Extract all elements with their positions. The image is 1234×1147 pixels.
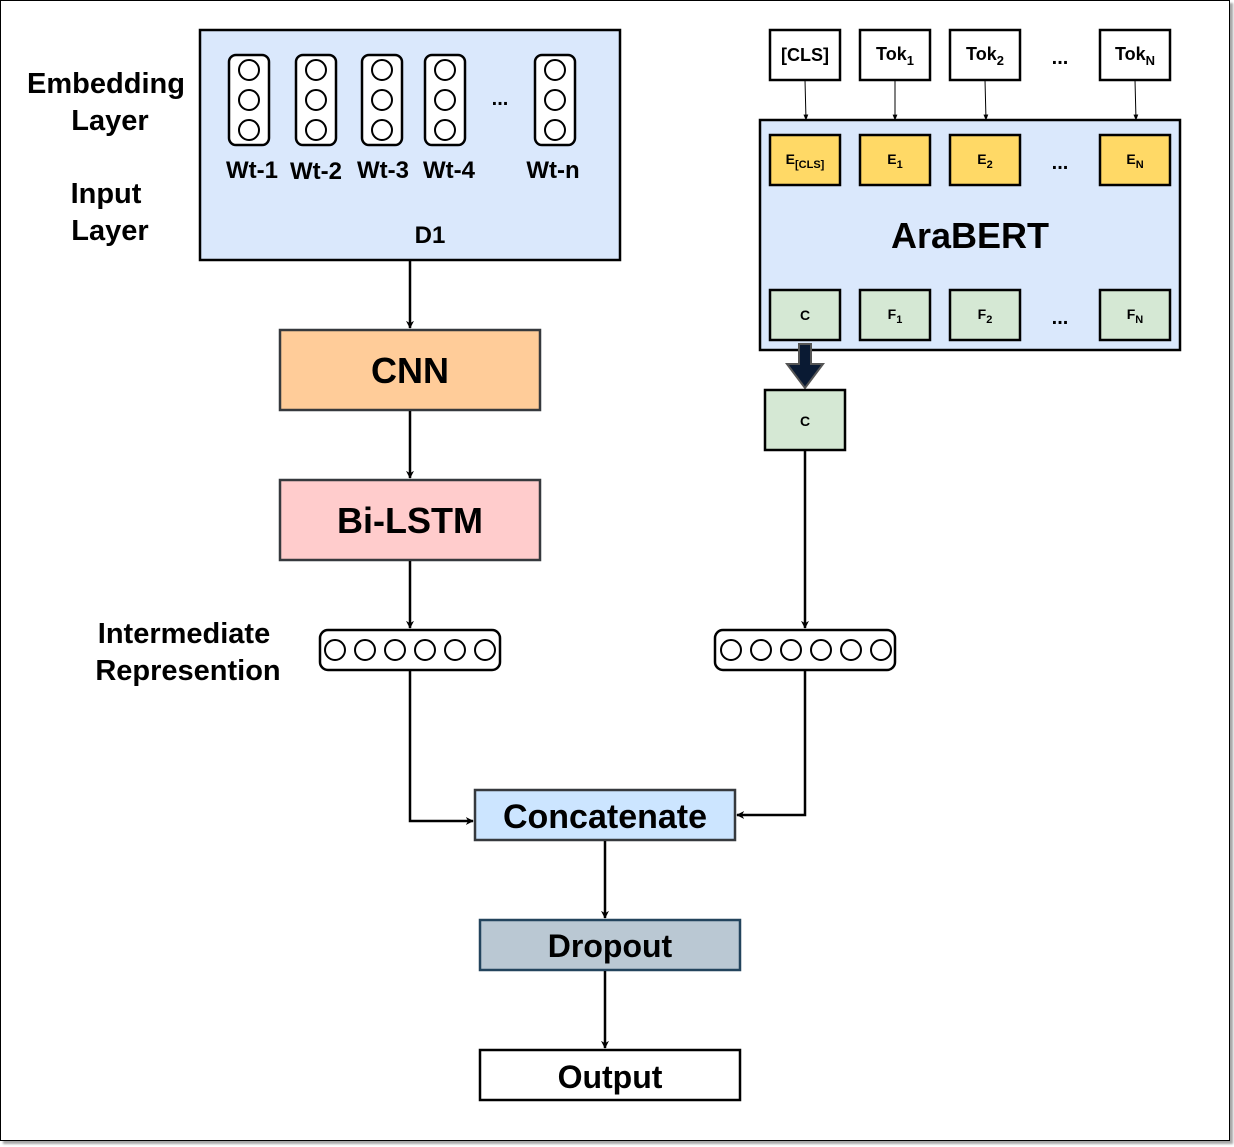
word-vector-wt4 (423, 53, 467, 147)
arabert-title: AraBERT (891, 215, 1049, 256)
token-2-box (948, 28, 1022, 82)
embedding-cls-box (768, 133, 842, 187)
cls-output-box (763, 388, 847, 452)
intermediate-representation-label: Intermediate (98, 618, 270, 650)
token-cls-label: [CLS] (781, 45, 829, 65)
cnn-label: CNN (371, 350, 449, 391)
bert-output-f1-box (858, 288, 932, 342)
word-vector-wt1 (227, 53, 271, 147)
bert-output-f2-box (948, 288, 1022, 342)
word-label-wt2: Wt-2 (290, 158, 342, 185)
token-n-label: TokN (1115, 44, 1155, 68)
output-box (478, 1048, 742, 1102)
output-label: Output (558, 1059, 663, 1095)
arrow-token-cls (803, 79, 809, 121)
embedding-ellipsis: ... (1052, 152, 1069, 174)
bert-output-c-box (768, 288, 842, 342)
input-layer-label: Input (71, 178, 142, 210)
embedding-1-label: E1 (887, 151, 902, 171)
word-vector-wt2 (294, 53, 338, 147)
bert-output-c-label: C (800, 307, 810, 323)
bert-output-f1-label: F1 (888, 306, 903, 326)
concatenate-label: Concatenate (503, 798, 707, 836)
word-label-wt4: Wt-4 (423, 157, 476, 184)
bert-output-ellipsis: ... (1052, 307, 1069, 329)
embedding-n-box (1098, 133, 1172, 187)
word-vector-ellipsis: ... (492, 88, 509, 110)
embedding-n-label: EN (1126, 151, 1143, 171)
dropout-box (478, 918, 742, 972)
bilstm-box (278, 478, 542, 562)
bilstm-label: Bi-LSTM (337, 500, 483, 541)
arrow-left-vector-to-concatenate (408, 671, 474, 825)
bert-output-f2-label: F2 (978, 306, 993, 326)
arrow-token-2 (983, 79, 989, 121)
embedding-cls-label: E[CLS] (786, 151, 825, 171)
embedding-layer-label-line2: Layer (71, 105, 148, 137)
token-1-label: Tok1 (876, 44, 914, 68)
dropout-label: Dropout (548, 928, 673, 964)
word-vector-wtn (533, 53, 577, 147)
word-vector-wt3 (360, 53, 404, 147)
embedding-2-label: E2 (977, 151, 992, 171)
word-label-wt3: Wt-3 (357, 157, 409, 184)
token-ellipsis: ... (1052, 47, 1069, 69)
embedding-1-box (858, 133, 932, 187)
input-block: ... Wt-1 Wt-2 Wt-3 Wt-4 Wt-n D1 (198, 28, 622, 262)
embedding-layer-label: Embedding (27, 68, 185, 100)
left-intermediate-vector (318, 628, 502, 672)
document-label-d1: D1 (415, 222, 446, 249)
cls-output-label: C (800, 413, 810, 429)
arrow-right-vector-to-concatenate (736, 671, 807, 819)
concatenate-box (473, 788, 737, 842)
right-intermediate-vector (713, 628, 897, 672)
cls-extract-block-arrow (785, 343, 825, 390)
word-label-wtn: Wt-n (526, 157, 579, 184)
token-2-label: Tok2 (966, 44, 1004, 68)
bert-output-fn-label: FN (1127, 306, 1144, 326)
bert-output-fn-box (1098, 288, 1172, 342)
word-label-wt1: Wt-1 (226, 157, 278, 184)
cnn-box (278, 328, 542, 412)
input-layer-label-line2: Layer (71, 215, 148, 247)
intermediate-representation-label-line2: Represention (95, 655, 280, 687)
arrow-token-n (1133, 79, 1139, 121)
embedding-2-box (948, 133, 1022, 187)
